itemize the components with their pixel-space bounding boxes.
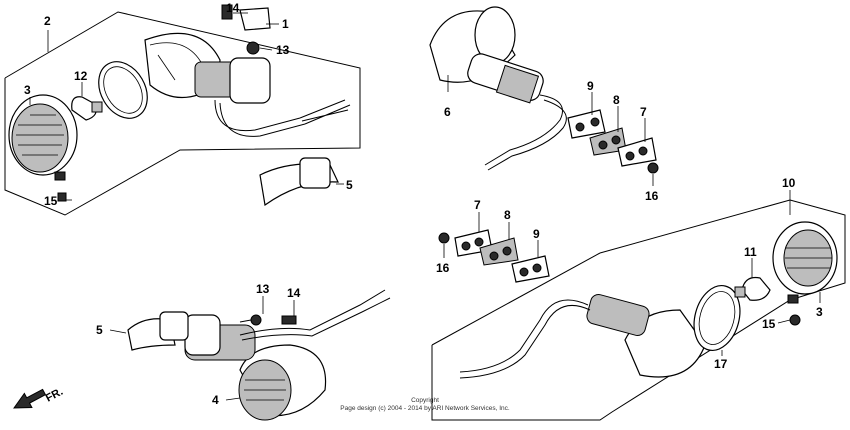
- winker-body-4: [184, 289, 391, 421]
- callout-15-rear: 15: [762, 317, 776, 331]
- winker-body-6: [429, 6, 567, 171]
- lens-ring-12: [98, 61, 148, 119]
- callout-14-top: 14: [226, 1, 240, 15]
- lens-3-rear: [772, 221, 838, 295]
- clamp-14-13-top: [221, 4, 271, 55]
- callout-9-top: 9: [587, 79, 594, 93]
- direction-label: FR.: [44, 386, 65, 405]
- rubber-spacer-9-8-7-top: [567, 109, 659, 174]
- rubber-spacer-9-8-7-bottom: [438, 229, 550, 283]
- winker-housing-front-left: [144, 32, 351, 137]
- bulb-11: [734, 276, 771, 301]
- callout-10: 10: [782, 176, 796, 190]
- callout-4: 4: [212, 393, 219, 407]
- cover-5-top: [259, 157, 339, 207]
- leader-lines: [29, 12, 821, 401]
- lens-3-front: [8, 94, 78, 176]
- cover-5-bottom: [127, 311, 189, 351]
- winker-body-rear-right: [459, 294, 706, 379]
- front-direction-arrow: [13, 388, 47, 409]
- clamp-13-14-bottom: [239, 314, 297, 326]
- callout-17: 17: [714, 357, 728, 371]
- callout-12: 12: [74, 69, 88, 83]
- callout-8-bottom: 8: [504, 208, 511, 222]
- callout-8-top: 8: [613, 93, 620, 107]
- bulb-12: [71, 96, 103, 121]
- copyright-line-2: Page design (c) 2004 - 2014 by ARI Netwo…: [340, 405, 510, 412]
- screw-15-rear: [787, 294, 801, 326]
- callout-2: 2: [44, 14, 51, 28]
- assembly-outline-front-right: [4, 11, 361, 216]
- callout-1: 1: [282, 17, 289, 31]
- callout-7-top: 7: [640, 105, 647, 119]
- callout-5-top: 5: [346, 178, 353, 192]
- callout-9-bottom: 9: [533, 227, 540, 241]
- callout-3-front: 3: [24, 83, 31, 97]
- assembly-outline-rear-right: [431, 199, 846, 421]
- callout-13-bottom: 13: [256, 282, 270, 296]
- callout-3-rear: 3: [816, 305, 823, 319]
- screw-15-front: [54, 171, 67, 202]
- callout-13-top: 13: [276, 43, 290, 57]
- callout-15-front: 15: [44, 194, 58, 208]
- callout-11: 11: [744, 245, 757, 259]
- outline-edge: [599, 199, 791, 254]
- callout-16-bottom: 16: [436, 261, 450, 275]
- callout-5-bottom: 5: [96, 323, 103, 337]
- lens-ring-17: [693, 285, 741, 351]
- callout-16-top: 16: [645, 189, 659, 203]
- callout-14-bottom: 14: [287, 286, 301, 300]
- callout-7-bottom: 7: [474, 198, 481, 212]
- outline-edge: [431, 252, 601, 346]
- copyright-line-1: Copyright: [411, 397, 439, 404]
- callout-6: 6: [444, 105, 451, 119]
